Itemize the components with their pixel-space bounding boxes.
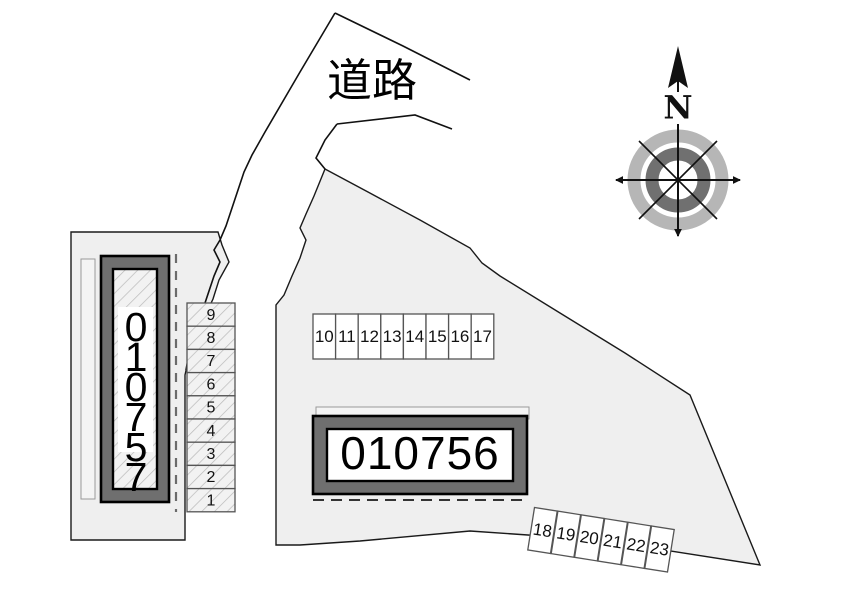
building-010756: 010756 (311, 406, 530, 496)
building-010757-digit-5: 7 (125, 454, 148, 500)
parking-stall-label-13: 13 (383, 327, 402, 346)
building-010757-digit-0: 0 (125, 304, 148, 350)
parking-stall-label-3: 3 (207, 446, 216, 463)
compass-north-label: N (663, 89, 692, 127)
parking-stall-box-21 (597, 517, 629, 566)
parking-stall-box-20 (573, 514, 605, 562)
parking-stall-19[interactable]: 19 (550, 510, 582, 558)
compass-rose: N (615, 46, 741, 237)
building-010757-digit-2: 0 (125, 364, 148, 410)
parking-stall-17[interactable] (470, 313, 495, 360)
parking-stall-label-1: 1 (207, 492, 216, 509)
parking-stall-22[interactable]: 22 (620, 521, 652, 570)
parking-stall-18[interactable]: 18 (527, 506, 558, 555)
parking-stall-label-8: 8 (207, 330, 216, 347)
parking-stall-label-5: 5 (207, 400, 216, 417)
building-010756-label: 010756 (340, 427, 500, 479)
parking-stall-label-21: 21 (602, 531, 624, 553)
parking-stall-label-17: 17 (473, 327, 492, 346)
parking-stall-20[interactable]: 20 (573, 514, 605, 562)
building-010757-digit-1: 1 (125, 334, 148, 380)
parking-stall-1[interactable] (186, 487, 236, 513)
parking-stall-box-19 (550, 510, 582, 558)
parking-stall-label-9: 9 (207, 307, 216, 324)
parking-stall-label-6: 6 (207, 376, 216, 393)
parking-group-west-column: 9 8 7 6 5 4 3 2 1 (186, 302, 236, 513)
parking-stall-box-23 (644, 525, 675, 573)
parking-stall-box-22 (620, 521, 652, 570)
parking-stall-21[interactable]: 21 (597, 517, 629, 566)
parking-stall-label-19: 19 (555, 523, 577, 545)
parking-stall-label-22: 22 (625, 534, 647, 556)
parking-stall-label-11: 11 (338, 327, 356, 346)
building-010757: 0 1 0 7 5 7 (80, 254, 171, 504)
parking-stall-label-4: 4 (207, 423, 216, 440)
parking-stall-label-20: 20 (578, 527, 600, 549)
parking-stall-label-15: 15 (428, 327, 447, 346)
parking-stall-label-7: 7 (207, 353, 216, 370)
parking-stall-label-2: 2 (207, 469, 216, 486)
parking-stall-label-14: 14 (405, 327, 424, 346)
parking-stall-label-12: 12 (360, 327, 379, 346)
parking-stall-label-23: 23 (649, 538, 671, 560)
road-label: 道路 (327, 54, 417, 107)
parking-stall-label-18: 18 (532, 520, 554, 542)
parking-stall-label-16: 16 (450, 327, 469, 346)
north-arrow-icon (668, 46, 688, 88)
building-010757-digit-4: 5 (125, 424, 148, 470)
parking-stall-label-10: 10 (315, 327, 334, 346)
parking-stall-box-18 (527, 506, 558, 555)
building-010757-digit-3: 7 (125, 394, 148, 440)
parking-stall-23[interactable]: 23 (644, 525, 675, 573)
